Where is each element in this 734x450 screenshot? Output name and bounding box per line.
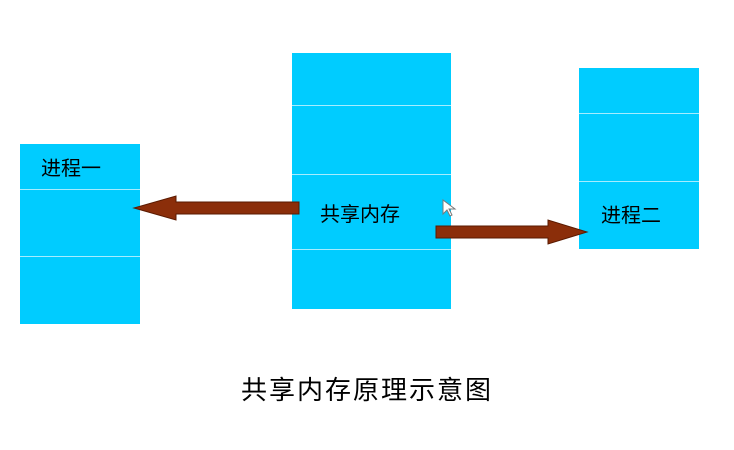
process-two-block: 进程二: [579, 68, 699, 249]
process-one-label: 进程一: [41, 156, 101, 180]
arrow-to-process-two: [435, 219, 589, 245]
process-one-divider: [20, 189, 140, 190]
diagram-caption: 共享内存原理示意图: [240, 376, 493, 406]
shared-memory-divider: [292, 249, 451, 250]
shared-memory-divider: [292, 105, 451, 106]
arrow-to-process-one: [132, 195, 300, 221]
shared-memory-label: 共享内存: [320, 202, 400, 226]
process-one-divider: [20, 256, 140, 257]
process-one-block: 进程一: [20, 144, 140, 324]
cursor-icon: [442, 199, 457, 217]
process-two-divider: [579, 181, 699, 182]
process-two-label: 进程二: [601, 203, 661, 227]
process-two-divider: [579, 113, 699, 114]
shared-memory-divider: [292, 174, 451, 175]
shared-memory-block: 共享内存: [292, 53, 451, 309]
